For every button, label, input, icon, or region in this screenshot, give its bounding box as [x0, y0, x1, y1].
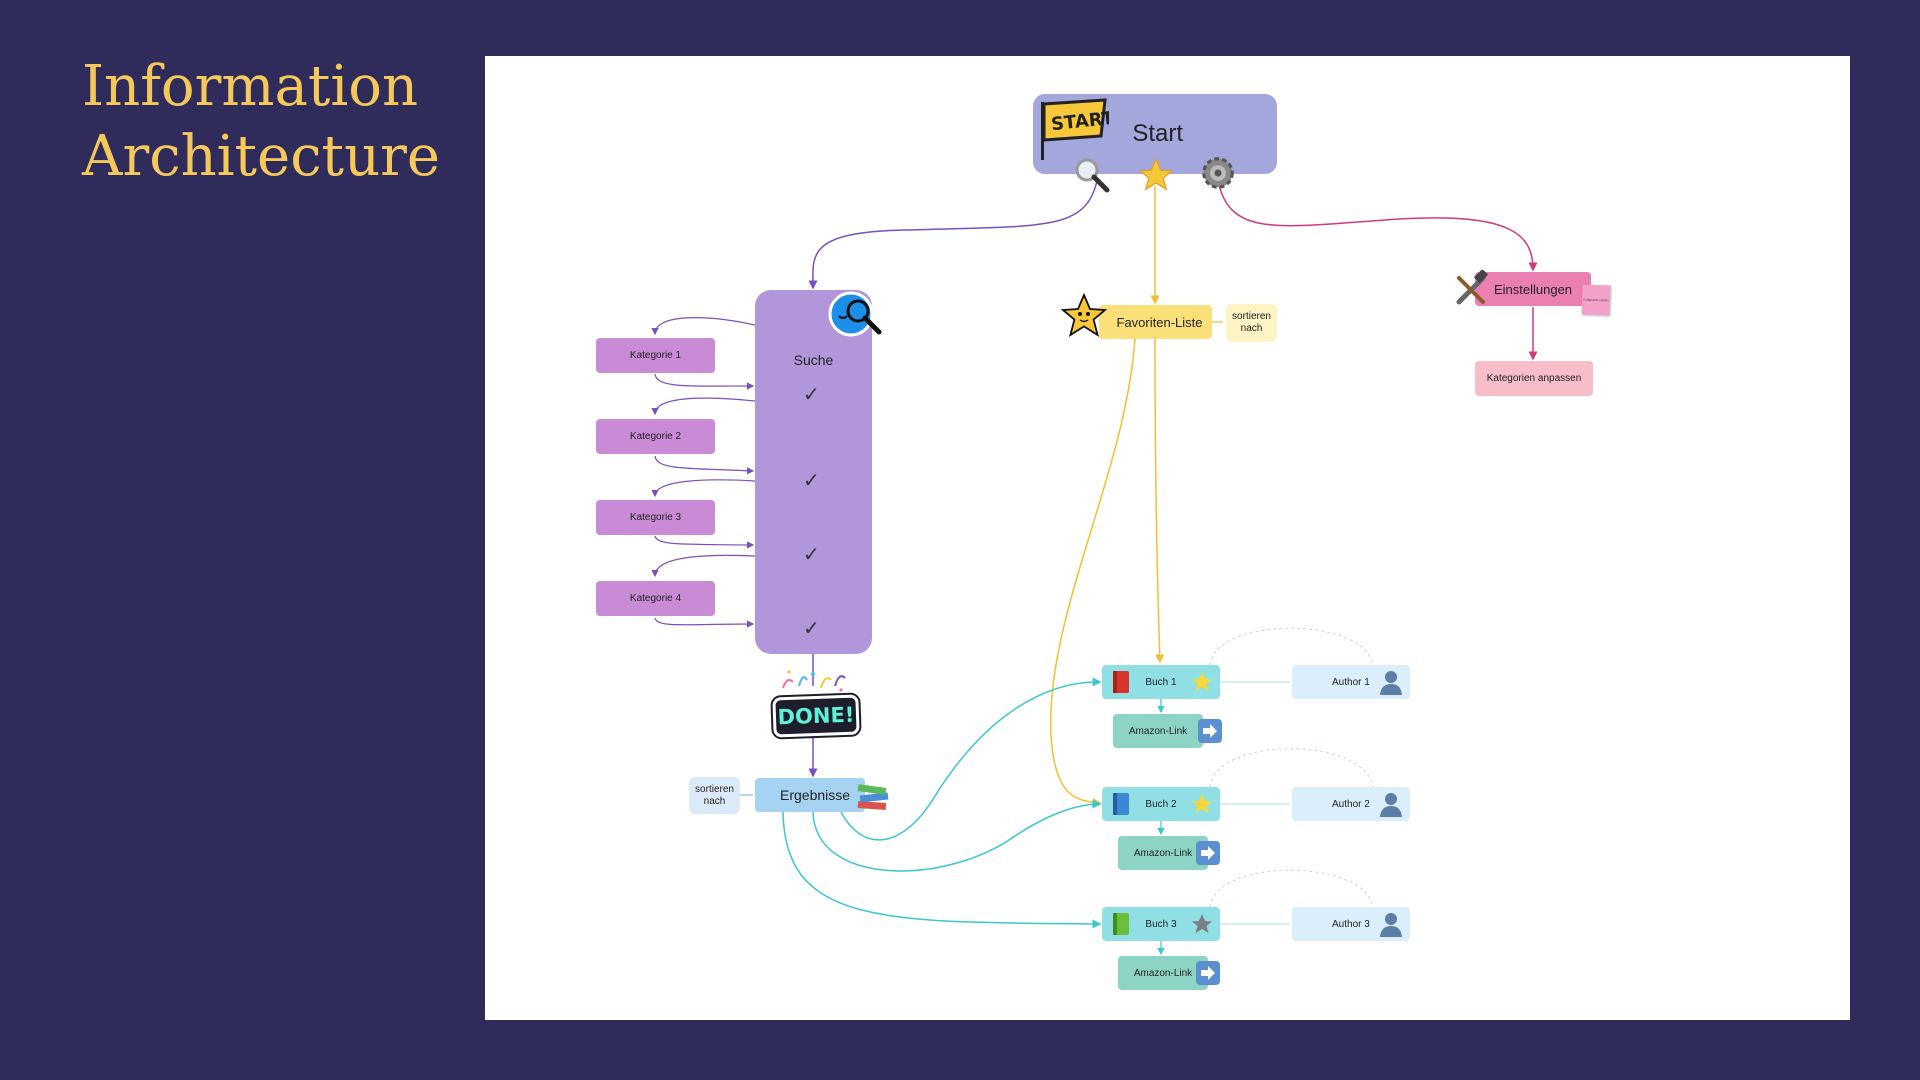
einstellungen-node[interactable]: Einstellungen: [1475, 272, 1591, 306]
ergebnisse-sort-node[interactable]: sortieren nach: [689, 777, 740, 814]
sticky-note: Farbpalette wählen: [1581, 284, 1611, 316]
person-icon: [1377, 910, 1405, 938]
favoriten-sort-node[interactable]: sortieren nach: [1226, 304, 1277, 342]
kategorie-node[interactable]: Kategorie 3: [596, 500, 715, 535]
connector-ergebnisse-buch2: [812, 799, 1102, 872]
suche-node[interactable]: Suche: [755, 290, 872, 654]
connector-favoriten-buch1: [1154, 338, 1165, 664]
slide-title-line-2: Architecture: [82, 124, 441, 189]
amazon-link-label: Amazon-Link: [1128, 725, 1188, 737]
favorite-star-icon: [1190, 792, 1214, 816]
connector-start-suche: [808, 180, 1098, 290]
start-flag-icon: START: [1037, 98, 1109, 162]
amazon-link-node[interactable]: Amazon-Link: [1118, 956, 1208, 990]
buch-label: Buch 3: [1145, 918, 1177, 930]
suche-label: Suche: [793, 352, 834, 368]
einstellungen-label: Einstellungen: [1493, 281, 1573, 297]
arrow-right-icon: [1197, 718, 1223, 744]
slide-title-line-1: Information: [82, 54, 419, 119]
done-label: DONE!: [777, 702, 855, 730]
kategorie-node[interactable]: Kategorie 4: [596, 581, 715, 616]
slide-title: Information Architecture: [82, 52, 462, 192]
sort-label: sortieren nach: [1232, 311, 1271, 334]
connector-favoriten-buch2: [1049, 338, 1136, 807]
sort-label: sortieren nach: [695, 783, 734, 807]
magnifier-icon: [1073, 156, 1111, 194]
kategorien-anpassen-label: Kategorien anpassen: [1486, 373, 1582, 384]
star-icon: [1137, 156, 1175, 194]
connector-layer: [651, 180, 1538, 956]
connector-start-einstellungen: [1217, 180, 1538, 272]
green-book-icon: [1109, 911, 1133, 937]
checkmark-icon: ✓: [803, 616, 820, 640]
author-label: Author 1: [1332, 676, 1370, 688]
favoriten-label: Favoriten-Liste: [1116, 314, 1203, 330]
start-label: Start: [1132, 120, 1183, 147]
done-sticker: DONE!: [772, 694, 860, 738]
kategorien-anpassen-node[interactable]: Kategorien anpassen: [1475, 361, 1593, 396]
arrow-right-icon: [1195, 960, 1221, 986]
kategorie-label: Kategorie 2: [629, 431, 682, 442]
red-book-icon: [1109, 669, 1133, 695]
connector-ergebnisse-buch1: [840, 677, 1102, 841]
blue-book-icon: [1109, 791, 1133, 817]
diagram-canvas: Start START Suche Kategorie 1 Kategorie …: [485, 56, 1850, 1020]
person-icon: [1377, 790, 1405, 818]
search-face-icon: [827, 290, 885, 340]
buch-label: Buch 1: [1145, 676, 1177, 688]
amazon-link-label: Amazon-Link: [1133, 847, 1193, 859]
ergebnisse-label: Ergebnisse: [780, 787, 851, 803]
favoriten-node[interactable]: Favoriten-Liste: [1099, 305, 1212, 339]
author-label: Author 2: [1332, 798, 1370, 810]
kategorie-node[interactable]: Kategorie 1: [596, 338, 715, 373]
kategorie-label: Kategorie 3: [629, 512, 682, 523]
kategorie-node[interactable]: Kategorie 2: [596, 419, 715, 454]
checkmark-icon: ✓: [803, 382, 820, 406]
star-face-icon: [1059, 292, 1109, 340]
buch-label: Buch 2: [1145, 798, 1177, 810]
gear-icon: [1199, 154, 1237, 192]
connector-ergebnisse-buch3: [782, 811, 1102, 929]
favorite-star-icon: [1190, 670, 1214, 694]
amazon-link-label: Amazon-Link: [1133, 967, 1193, 979]
sticky-note-text: Farbpalette wählen: [1583, 297, 1609, 303]
amazon-link-node[interactable]: Amazon-Link: [1118, 836, 1208, 870]
ergebnisse-node[interactable]: Ergebnisse: [755, 778, 865, 812]
checkmark-icon: ✓: [803, 468, 820, 492]
author-label: Author 3: [1332, 918, 1370, 930]
kategorie-label: Kategorie 1: [629, 350, 682, 361]
person-icon: [1377, 668, 1405, 696]
amazon-link-node[interactable]: Amazon-Link: [1113, 714, 1203, 748]
books-stack-icon: [855, 778, 891, 814]
kategorie-label: Kategorie 4: [629, 593, 682, 604]
checkmark-icon: ✓: [803, 542, 820, 566]
tools-icon: [1453, 270, 1491, 308]
arrow-right-icon: [1195, 840, 1221, 866]
star-outline-icon: [1190, 912, 1214, 936]
confetti-icon: [777, 666, 849, 694]
